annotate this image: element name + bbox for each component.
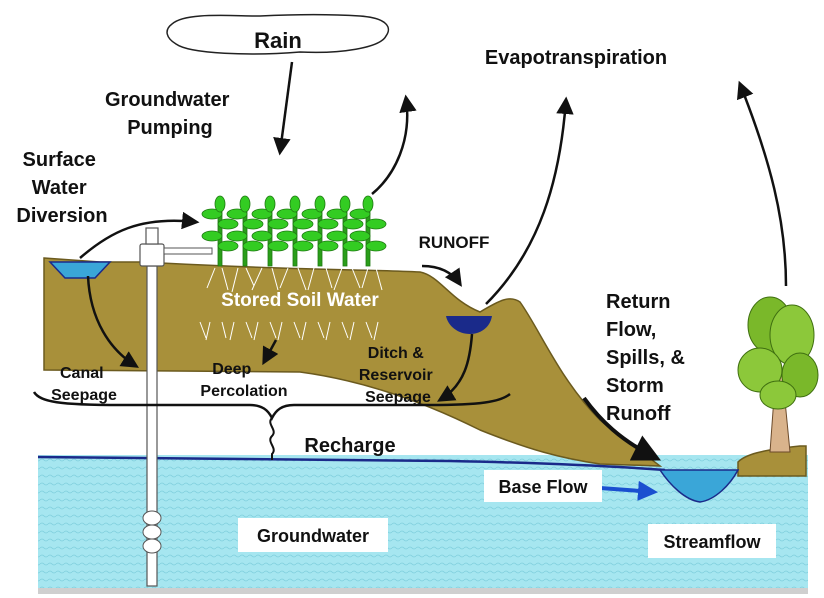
stored-soil-water-label: Stored Soil Water [221,290,379,311]
tree [737,296,819,453]
streamflow-box [648,524,776,558]
canal-water [48,261,112,279]
rain-label: Rain [254,28,302,53]
ditch-seepage-arrow [436,333,474,402]
canal-seepage-arrow [86,275,139,368]
canal-seepage-label: Canal Seepage [51,365,117,404]
base-flow-arrow [599,480,658,501]
flow-arrows [79,61,788,461]
recharge-label: Recharge [304,435,395,457]
runoff-arrow [421,264,462,287]
recharge-squiggle [269,417,275,460]
runoff-label: RUNOFF [419,233,490,252]
water-table-line [37,455,666,472]
base-flow-box [484,470,602,502]
et-arrow-crops [371,94,417,195]
stream-water [658,469,740,503]
rain-arrow [273,61,294,156]
return-flow-label: Return Flow, Spills, & Storm Runoff [606,291,690,425]
surface-water-diversion-label: Surface Water Diversion [16,149,107,227]
deep-percolation-label: Deep Percolation [200,361,287,400]
crop-roots [199,267,383,341]
reservoir-water [446,316,492,334]
ditch-reservoir-seepage-label: Ditch & Reservoir Seepage [359,345,437,406]
return-flow-arrow [582,396,662,461]
evapotranspiration-label: Evapotranspiration [485,47,667,69]
groundwater-pumping-label: Groundwater Pumping [105,89,235,139]
groundwater-box [238,518,388,552]
deep-percolation-arrow [262,339,279,366]
diversion-arrow [79,211,200,259]
base-flow-label: Base Flow [498,477,588,497]
well [139,227,213,587]
groundwater-label: Groundwater [257,526,369,546]
soil-layer [43,257,663,467]
et-arrow-reservoir [485,96,574,305]
et-arrow-tree [737,80,788,287]
streamflow-label: Streamflow [663,532,761,552]
rain-cloud [166,13,390,55]
crops [201,195,387,267]
